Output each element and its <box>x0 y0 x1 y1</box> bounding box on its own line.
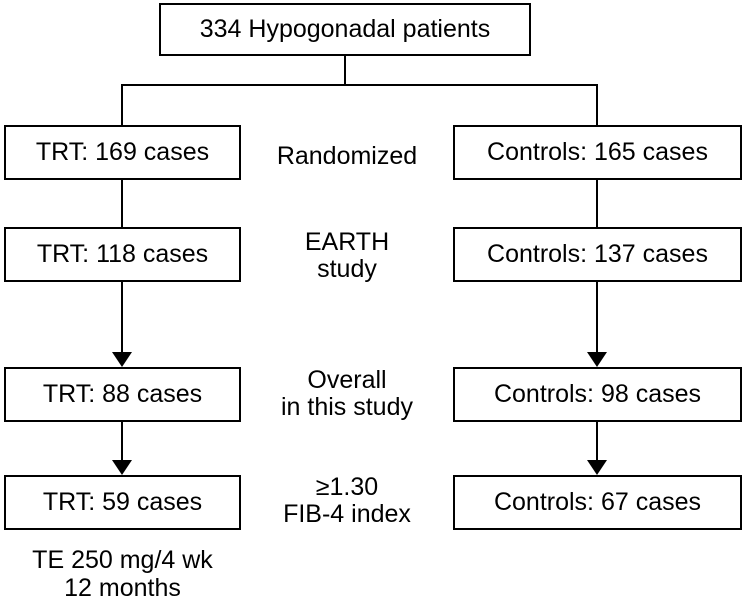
trt-fib4-label: TRT: 59 cases <box>42 488 203 516</box>
stage-label-earth-study: EARTH study <box>227 229 467 283</box>
controls-earth-box: Controls: 137 cases <box>453 227 742 282</box>
stage-label-overall: Overall in this study <box>227 367 467 421</box>
total-patients-label: 334 Hypogonadal patients <box>199 15 491 43</box>
stage-label-overall-line2: in this study <box>280 393 413 421</box>
controls-randomized-box: Controls: 165 cases <box>453 125 742 180</box>
controls-overall-label: Controls: 98 cases <box>493 380 702 408</box>
trt-earth-label: TRT: 118 cases <box>36 240 209 268</box>
stage-label-fib4-line1: ≥1.30 <box>315 473 379 501</box>
footnote-te-dose: TE 250 mg/4 wk 12 months <box>0 546 245 600</box>
connector-right-3 <box>596 420 598 462</box>
footnote-line1: TE 250 mg/4 wk <box>32 546 213 574</box>
trt-overall-label: TRT: 88 cases <box>42 380 203 408</box>
total-patients-box: 334 Hypogonadal patients <box>159 3 531 56</box>
stage-label-fib4-index: ≥1.30 FIB-4 index <box>227 474 467 528</box>
controls-fib4-label: Controls: 67 cases <box>493 488 702 516</box>
controls-earth-label: Controls: 137 cases <box>487 240 708 268</box>
stage-label-overall-line1: Overall <box>307 366 387 394</box>
stage-label-earth-line2: study <box>317 255 377 283</box>
trt-fib4-box: TRT: 59 cases <box>4 475 241 530</box>
connector-left-2 <box>121 280 123 354</box>
arrowhead-down-left-3-icon <box>112 460 132 475</box>
trt-earth-box: TRT: 118 cases <box>4 227 241 282</box>
connector-right-1 <box>596 180 598 227</box>
trt-randomized-label: TRT: 169 cases <box>35 138 210 166</box>
controls-fib4-box: Controls: 67 cases <box>453 475 742 530</box>
trt-overall-box: TRT: 88 cases <box>4 367 241 422</box>
trt-randomized-box: TRT: 169 cases <box>4 125 241 180</box>
connector-right-drop <box>596 84 598 126</box>
connector-left-drop <box>121 84 123 126</box>
arrowhead-down-right-3-icon <box>587 460 607 475</box>
connector-branch-horizontal <box>121 84 598 86</box>
footnote-line2: 12 months <box>64 574 181 600</box>
arrowhead-down-left-2-icon <box>112 352 132 367</box>
stage-label-randomized: Randomized <box>227 143 467 170</box>
connector-top-stub <box>344 56 346 85</box>
connector-left-1 <box>121 180 123 227</box>
stage-label-randomized-line1: Randomized <box>276 142 418 170</box>
connector-left-3 <box>121 420 123 462</box>
controls-randomized-label: Controls: 165 cases <box>487 138 708 166</box>
stage-label-earth-line1: EARTH <box>304 228 390 256</box>
arrowhead-down-right-2-icon <box>587 352 607 367</box>
connector-right-2 <box>596 280 598 354</box>
stage-label-fib4-line2: FIB-4 index <box>283 500 411 528</box>
controls-overall-box: Controls: 98 cases <box>453 367 742 422</box>
